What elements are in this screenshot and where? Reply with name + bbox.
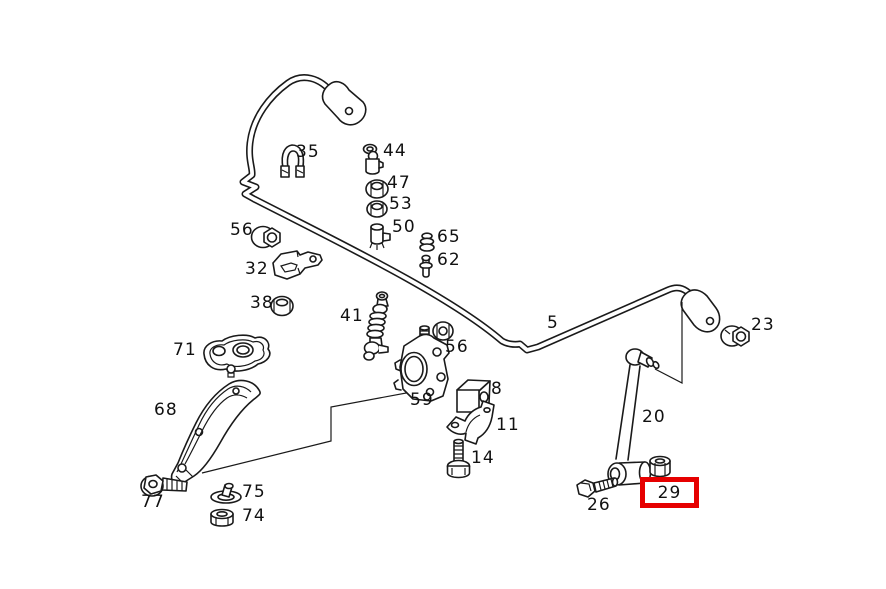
part-label-68[interactable]: 68 xyxy=(154,400,178,420)
nut-56-right xyxy=(432,321,454,341)
part-label-44[interactable]: 44 xyxy=(383,141,407,161)
part-label-26[interactable]: 26 xyxy=(587,495,611,515)
bar-left-eye xyxy=(321,81,367,126)
part-label-11[interactable]: 11 xyxy=(496,415,520,435)
bump-stop-65 xyxy=(419,232,435,252)
nut-23 xyxy=(720,325,750,347)
bolt-14 xyxy=(446,438,471,479)
part-label-35[interactable]: 35 xyxy=(296,142,320,162)
part-label-77[interactable]: 77 xyxy=(141,492,165,512)
part-label-32[interactable]: 32 xyxy=(245,259,269,279)
clamp-bracket-11 xyxy=(446,400,495,445)
leader-line-bar-to-link xyxy=(654,302,683,384)
nut-38 xyxy=(270,295,294,317)
clamp-59 xyxy=(393,325,450,402)
part-label-5[interactable]: 5 xyxy=(547,313,559,333)
grommet-75 xyxy=(210,482,242,504)
part-label-14[interactable]: 14 xyxy=(471,448,495,468)
part-label-50[interactable]: 50 xyxy=(392,217,416,237)
part-label-20[interactable]: 20 xyxy=(642,407,666,427)
bar-right-eye xyxy=(680,289,721,333)
connector-50 xyxy=(369,223,391,250)
part-label-74[interactable]: 74 xyxy=(242,506,266,526)
ball-stud-44 xyxy=(362,143,384,175)
part-label-53[interactable]: 53 xyxy=(389,194,413,214)
leader-line-68-to-59 xyxy=(201,390,418,474)
part-label-71[interactable]: 71 xyxy=(173,340,197,360)
part-label-47[interactable]: 47 xyxy=(387,173,411,193)
nut-56-left xyxy=(250,225,281,249)
bracket-68 xyxy=(170,379,261,486)
bolt-77 xyxy=(140,474,188,497)
part-label-65[interactable]: 65 xyxy=(437,227,461,247)
part-label-29[interactable]: 29 xyxy=(657,482,682,503)
part-label-8[interactable]: 8 xyxy=(491,379,503,399)
part-label-56-right[interactable]: 56 xyxy=(445,337,469,357)
bolt-26 xyxy=(576,477,619,498)
nut-47 xyxy=(365,179,389,199)
part-label-23[interactable]: 23 xyxy=(751,315,775,335)
part-label-59[interactable]: 59 xyxy=(410,390,434,410)
link-41 xyxy=(363,291,389,361)
part-label-41[interactable]: 41 xyxy=(340,306,364,326)
highlight-box-part-29[interactable]: 29 xyxy=(640,477,699,508)
nut-74 xyxy=(210,508,234,527)
part-label-75[interactable]: 75 xyxy=(242,482,266,502)
nut-53 xyxy=(366,200,388,218)
link-20 xyxy=(607,348,660,486)
stabilizer-bar xyxy=(239,74,721,354)
part-label-56-left[interactable]: 56 xyxy=(230,220,254,240)
part-label-38[interactable]: 38 xyxy=(250,293,274,313)
u-clamp-35 xyxy=(280,144,305,178)
bracket-32 xyxy=(272,250,323,280)
fitting-62 xyxy=(419,254,433,278)
nut-29 xyxy=(649,455,671,478)
plate-71 xyxy=(203,334,271,378)
part-label-62[interactable]: 62 xyxy=(437,250,461,270)
